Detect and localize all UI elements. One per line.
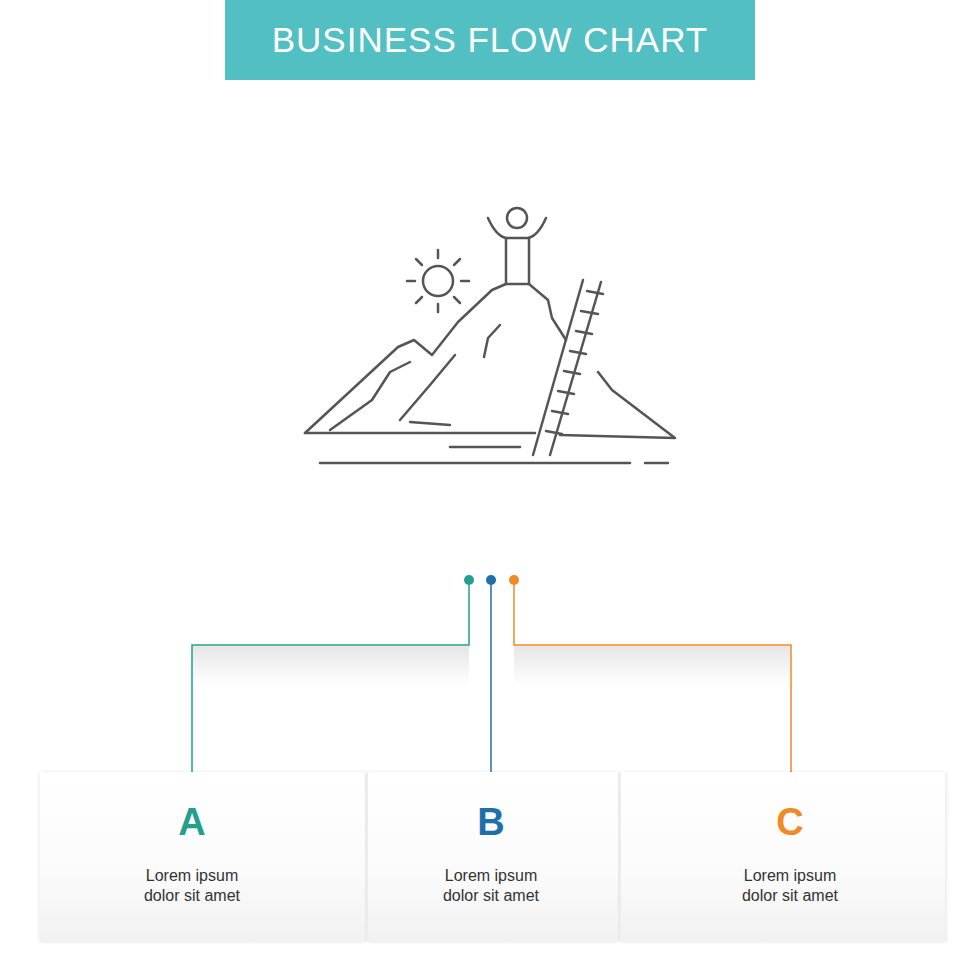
step-description: Lorem ipsum dolor sit amet bbox=[127, 866, 257, 906]
line-shadow bbox=[192, 646, 469, 686]
leader-line bbox=[192, 582, 469, 780]
line-shadow bbox=[514, 646, 791, 686]
chart-title: BUSINESS FLOW CHART bbox=[272, 20, 708, 60]
step-panel: B Lorem ipsum dolor sit amet bbox=[368, 772, 618, 942]
flow-connectors bbox=[192, 575, 791, 780]
connector-dot bbox=[486, 575, 496, 585]
step-letter: A bbox=[82, 800, 302, 844]
step-description: Lorem ipsum dolor sit amet bbox=[426, 866, 556, 906]
leader-line bbox=[490, 582, 492, 772]
connector-dot bbox=[509, 575, 519, 585]
step-panel: A Lorem ipsum dolor sit amet bbox=[40, 772, 365, 942]
step-panel: C Lorem ipsum dolor sit amet bbox=[621, 772, 945, 942]
step-description: Lorem ipsum dolor sit amet bbox=[725, 866, 855, 906]
connector-dot bbox=[464, 575, 474, 585]
step-letter: C bbox=[680, 800, 900, 844]
title-banner: BUSINESS FLOW CHART bbox=[225, 0, 755, 80]
mountain-icon bbox=[305, 208, 675, 463]
leader-line bbox=[514, 582, 791, 780]
step-letter: B bbox=[381, 800, 601, 844]
